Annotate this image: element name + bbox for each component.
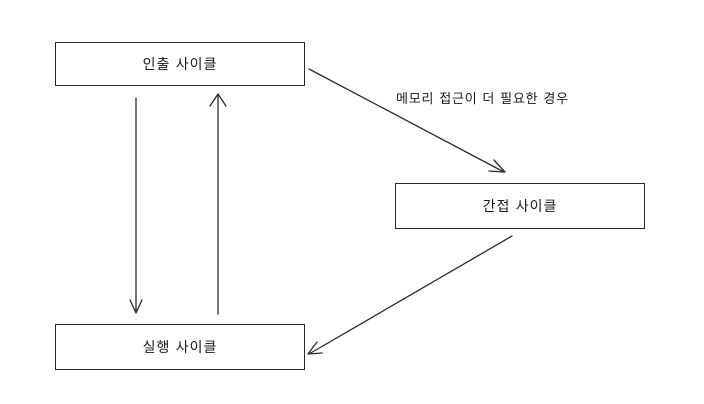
- indirect-cycle-node: 간접 사이클: [395, 183, 645, 229]
- execute-cycle-label: 실행 사이클: [142, 340, 218, 356]
- execute-cycle-node: 실행 사이클: [55, 324, 305, 370]
- fetch-cycle-node: 인출 사이클: [55, 42, 305, 86]
- arrow-fetch-to-execute: [129, 97, 143, 314]
- edge-label-memory-access: 메모리 접근이 더 필요한 경우: [396, 92, 569, 107]
- arrow-execute-to-fetch: [209, 93, 227, 315]
- arrow-fetch-to-indirect: [308, 68, 506, 173]
- arrow-indirect-to-execute: [307, 235, 513, 355]
- fetch-cycle-label: 인출 사이클: [142, 57, 218, 73]
- indirect-cycle-label: 간접 사이클: [482, 199, 558, 215]
